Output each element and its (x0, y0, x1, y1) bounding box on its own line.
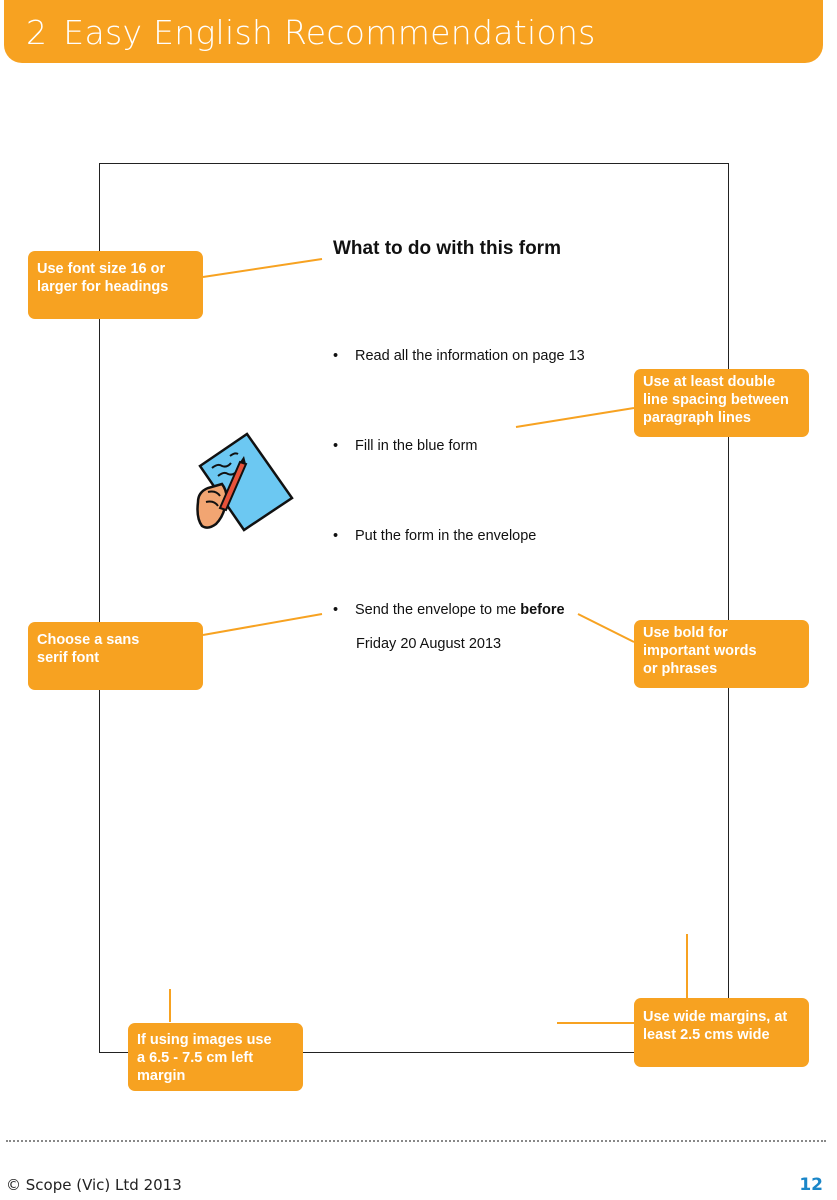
bullet-bold-word: before (520, 602, 565, 618)
bullet-dot: • (333, 528, 339, 544)
bullet-dot: • (333, 602, 339, 618)
page-number: 12 (799, 1175, 823, 1195)
bullet-item-read: • Read all the information on page 13 (333, 348, 585, 364)
example-page-frame (99, 163, 729, 1053)
callout-sans-serif: Choose a sans serif font (28, 622, 203, 690)
callout-font-size: Use font size 16 or larger for headings (28, 251, 203, 319)
bullet-text: Read all the information on page 13 (355, 348, 585, 364)
callout-line-spacing: Use at least double line spacing between… (634, 369, 809, 437)
form-heading: What to do with this form (333, 238, 561, 259)
callout-image-margin: If using images use a 6.5 - 7.5 cm left … (128, 1023, 303, 1091)
hand-writing-on-form-icon (196, 432, 294, 532)
bullet-text: Fill in the blue form (355, 438, 478, 454)
bullet-text: Put the form in the envelope (355, 528, 537, 544)
page-title: Easy English Recommendations (63, 13, 596, 52)
bullet-item-envelope: • Put the form in the envelope (333, 528, 536, 544)
callout-bold: Use bold for important words or phrases (634, 620, 809, 688)
callout-wide-margins: Use wide margins, at least 2.5 cms wide (634, 998, 809, 1067)
page-header-banner: 2 Easy English Recommendations (4, 0, 823, 63)
section-number: 2 (26, 13, 48, 52)
bullet-dot: • (333, 348, 339, 364)
bullet-item-send: • Send the envelope to me before (333, 602, 565, 618)
bullet-item-fill: • Fill in the blue form (333, 438, 478, 454)
bullet-dot: • (333, 438, 339, 454)
copyright-text: © Scope (Vic) Ltd 2013 (6, 1176, 182, 1194)
bullet-text: Send the envelope to me (355, 602, 521, 618)
footer-dotted-divider (6, 1140, 826, 1142)
bullet-date-line: Friday 20 August 2013 (356, 636, 502, 652)
